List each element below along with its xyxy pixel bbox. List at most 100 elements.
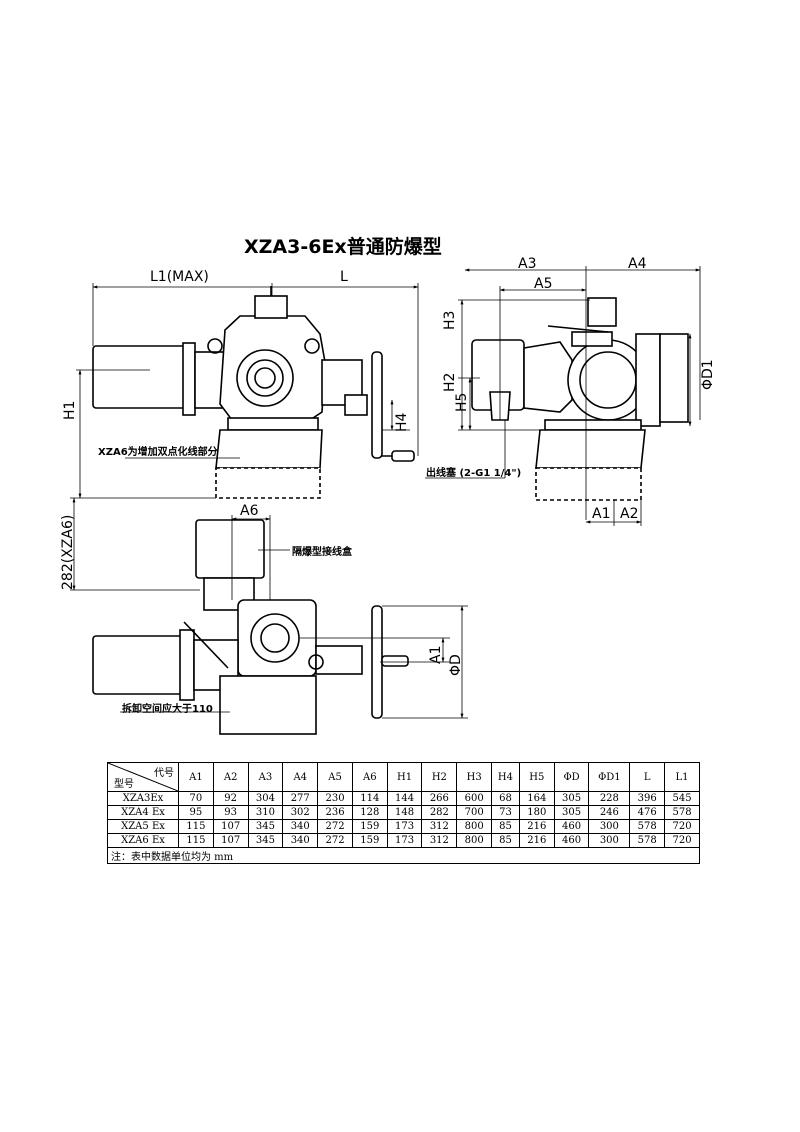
value-cell: 340 [282,819,319,834]
value-cell: 282 [421,805,458,820]
value-cell: 312 [421,819,458,834]
note-junction-box: 隔爆型接线盒 [292,545,353,558]
dim-a4: A4 [628,256,647,272]
dim-d1: ΦD1 [700,359,716,390]
value-cell: 578 [629,833,666,848]
value-cell: 173 [386,833,423,848]
value-cell: 95 [178,805,214,820]
dim-a2: A2 [620,506,638,522]
header-cell: A4 [282,762,319,792]
model-cell: XZA3Ex [107,791,179,806]
value-cell: 340 [282,833,319,848]
value-cell: 460 [553,833,590,848]
value-cell: 272 [317,833,353,848]
table-row: XZA6 Ex 115 107 345 340 272 159 173 312 … [107,833,700,848]
table-footnote-row: 注：表中数据单位均为 mm [107,847,700,864]
value-cell: 92 [212,791,249,806]
header-cell: A5 [317,762,353,792]
dim-h3: H3 [442,311,458,330]
value-cell: 93 [212,805,249,820]
value-cell: 68 [491,791,520,806]
value-cell: 300 [588,819,631,834]
value-cell: 114 [351,791,388,806]
dim-h1: H1 [62,401,78,420]
top-view [70,497,468,735]
corner-model-label: 型号 [114,779,134,790]
value-cell: 115 [178,819,214,834]
value-cell: 800 [456,833,493,848]
dim-l: L [340,269,348,285]
dim-a6: A6 [240,503,259,519]
value-cell: 164 [518,791,555,806]
header-cell: H5 [518,762,555,792]
value-cell: 159 [351,833,388,848]
value-cell: 128 [351,805,388,820]
value-cell: 305 [553,805,590,820]
side-view [425,266,701,526]
value-cell: 85 [491,819,520,834]
value-cell: 345 [247,819,284,834]
value-cell: 302 [282,805,319,820]
technical-drawing: XZA3-6Ex普通防爆型 [60,235,716,735]
header-cell: A1 [178,762,214,792]
value-cell: 305 [553,791,590,806]
value-cell: 578 [664,805,700,820]
header-cell: L1 [664,762,700,792]
table-row: XZA5 Ex 115 107 345 340 272 159 173 312 … [107,819,700,834]
header-cell: A2 [212,762,249,792]
value-cell: 216 [518,819,555,834]
value-cell: 720 [664,819,700,834]
value-cell: 310 [247,805,284,820]
value-cell: 396 [629,791,666,806]
value-cell: 800 [456,819,493,834]
dim-282-xza6: 282(XZA6) [60,515,76,590]
note-outlet: 出线塞 (2-G1 1/4") [426,466,521,479]
model-cell: XZA4 Ex [107,805,179,820]
corner-diagonal [108,763,178,791]
value-cell: 228 [588,791,631,806]
value-cell: 230 [317,791,353,806]
value-cell: 304 [247,791,284,806]
header-cell: L [629,762,666,792]
front-view [70,283,419,499]
table-row: XZA4 Ex 95 93 310 302 236 128 148 282 70… [107,805,700,820]
value-cell: 272 [317,819,353,834]
dim-a3: A3 [518,256,536,272]
value-cell: 246 [588,805,631,820]
dim-l1: L1(MAX) [150,269,209,285]
table-footnote: 注：表中数据单位均为 mm [107,847,700,864]
header-cell: ΦD [553,762,590,792]
value-cell: 107 [212,833,249,848]
header-cell: H3 [456,762,493,792]
value-cell: 85 [491,833,520,848]
dim-a1-top: A1 [428,646,444,664]
value-cell: 600 [456,791,493,806]
model-cell: XZA6 Ex [107,833,179,848]
value-cell: 300 [588,833,631,848]
header-cell: H1 [386,762,423,792]
value-cell: 148 [386,805,423,820]
dim-a1: A1 [592,506,610,522]
corner-code-label: 代号 [154,768,174,779]
value-cell: 159 [351,819,388,834]
model-cell: XZA5 Ex [107,819,179,834]
dim-h2: H2 [442,373,458,392]
header-cell: A3 [247,762,284,792]
drawing-title: XZA3-6Ex普通防爆型 [244,235,442,258]
value-cell: 720 [664,833,700,848]
value-cell: 476 [629,805,666,820]
value-cell: 700 [456,805,493,820]
value-cell: 460 [553,819,590,834]
value-cell: 312 [421,833,458,848]
table-header-row: 代号 型号 A1 A2 A3 A4 A5 A6 H1 H2 H3 H4 H5 Φ… [107,762,700,792]
dim-h4: H4 [394,412,410,432]
value-cell: 545 [664,791,700,806]
value-cell: 144 [386,791,423,806]
table-corner-cell: 代号 型号 [107,762,179,792]
note-xza6: XZA6为增加双点化线部分 [98,445,218,458]
header-cell: A6 [351,762,388,792]
header-cell: H4 [491,762,520,792]
value-cell: 266 [421,791,458,806]
header-cell: H2 [421,762,458,792]
value-cell: 578 [629,819,666,834]
